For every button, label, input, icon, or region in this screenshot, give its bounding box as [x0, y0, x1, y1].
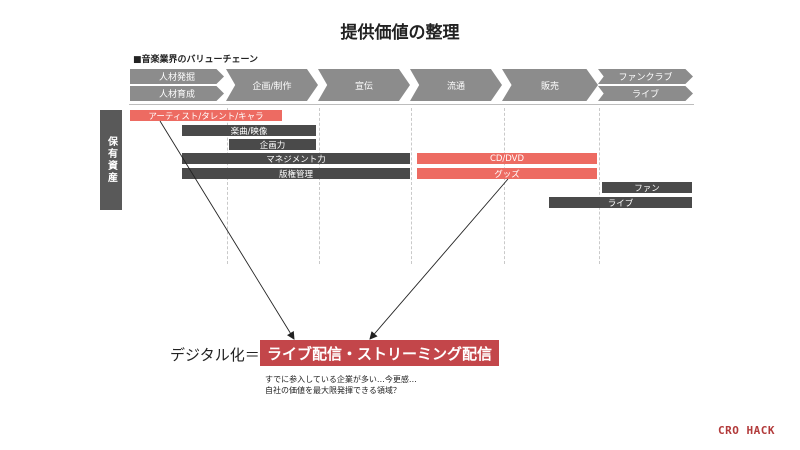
asset-artist: アーティスト/タレント/キャラ [130, 110, 282, 122]
highlight-box: ライブ配信・ストリーミング配信 [260, 340, 499, 366]
chain-planning: 企画/制作 [226, 69, 318, 101]
side-label-assets: 保有資産 [100, 110, 122, 210]
brand-logo: CRO HACK [718, 424, 775, 437]
chain-divider [129, 104, 694, 105]
chain-talent-discovery: 人材発掘 [130, 69, 224, 84]
chain-distribution: 流通 [410, 69, 502, 101]
column-guide [227, 108, 228, 264]
chain-fan-club: ファンクラブ [598, 69, 693, 84]
asset-goods: グッズ [417, 168, 597, 180]
asset-cd-dvd: CD/DVD [417, 153, 597, 164]
column-guide [319, 108, 320, 264]
page-title: 提供価値の整理 [340, 23, 460, 43]
chain-sales: 販売 [502, 69, 598, 101]
digital-label: デジタル化＝ [170, 346, 260, 364]
asset-music-video: 楽曲/映像 [182, 125, 316, 137]
asset-management: マネジメント力 [182, 153, 410, 165]
chain-talent-training: 人材育成 [130, 86, 224, 101]
column-guide [411, 108, 412, 264]
asset-live: ライブ [549, 197, 692, 209]
arrow-from-goods [369, 178, 509, 340]
note-line-1: すでに参入している企業が多い…今更感… [265, 375, 417, 384]
chain-promotion: 宣伝 [318, 69, 410, 101]
arrow-from-artist [159, 120, 295, 340]
column-guide [599, 108, 600, 264]
asset-planning-power: 企画力 [229, 139, 316, 151]
column-guide [504, 108, 505, 264]
asset-fan: ファン [602, 182, 692, 194]
section-subtitle: ■音楽業界のバリューチェーン [133, 55, 259, 65]
note-line-2: 自社の価値を最大限発揮できる領域？ [265, 386, 401, 395]
asset-rights: 版権管理 [182, 168, 410, 180]
chain-live: ライブ [598, 86, 693, 101]
